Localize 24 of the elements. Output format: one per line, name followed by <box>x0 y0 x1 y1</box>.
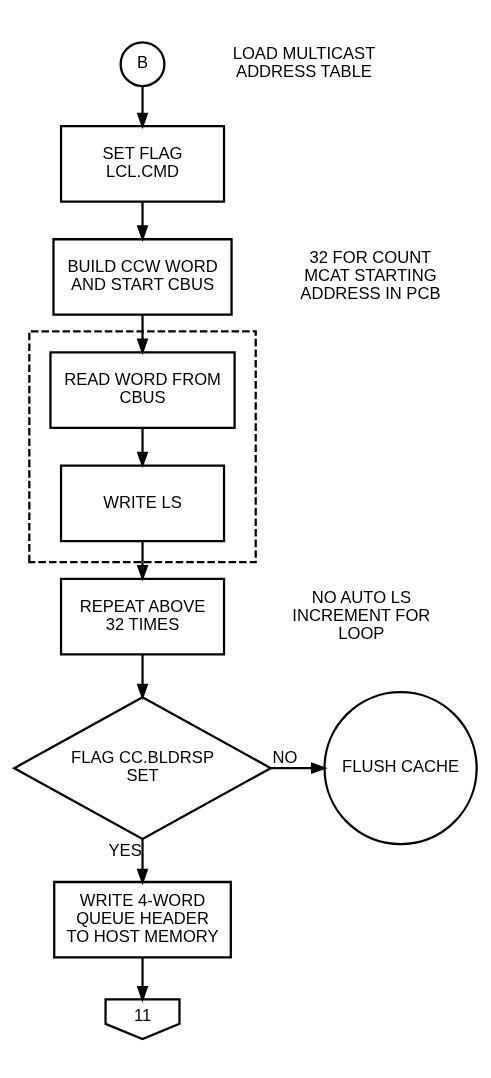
node-label: NO AUTO LS INCREMENT FOR LOOP <box>292 587 431 643</box>
arrow <box>136 201 149 242</box>
arrow <box>136 957 149 1003</box>
arrow <box>136 314 149 355</box>
node-circle: FLUSH CACHE <box>323 690 478 845</box>
node-diamond: FLAG CC.BLDRSP SET <box>11 695 274 840</box>
node-label: 32 FOR COUNT MCAT STARTING ADDRESS IN PCB <box>300 247 441 303</box>
node-box: BUILD CCW WORD AND START CBUS <box>52 237 233 316</box>
arrow <box>136 427 149 468</box>
arrow <box>136 541 149 582</box>
edge-label: YES <box>108 840 142 860</box>
node-box: READ WORD FROM CBUS <box>49 350 236 429</box>
cluster <box>28 329 257 563</box>
node-circle: B <box>119 40 166 87</box>
arrow <box>136 85 149 129</box>
node-label: LOAD MULTICAST ADDRESS TABLE <box>232 43 376 81</box>
edge-label: NO <box>272 747 298 767</box>
node-box: WRITE 4-WORD QUEUE HEADER TO HOST MEMORY <box>53 880 232 959</box>
node-box: SET FLAG LCL.CMD <box>59 124 226 203</box>
arrow <box>271 761 328 774</box>
node-box: WRITE LS <box>59 464 226 542</box>
arrow <box>136 838 149 885</box>
node-box: REPEAT ABOVE 32 TIMES <box>59 577 226 655</box>
arrow <box>136 653 149 700</box>
